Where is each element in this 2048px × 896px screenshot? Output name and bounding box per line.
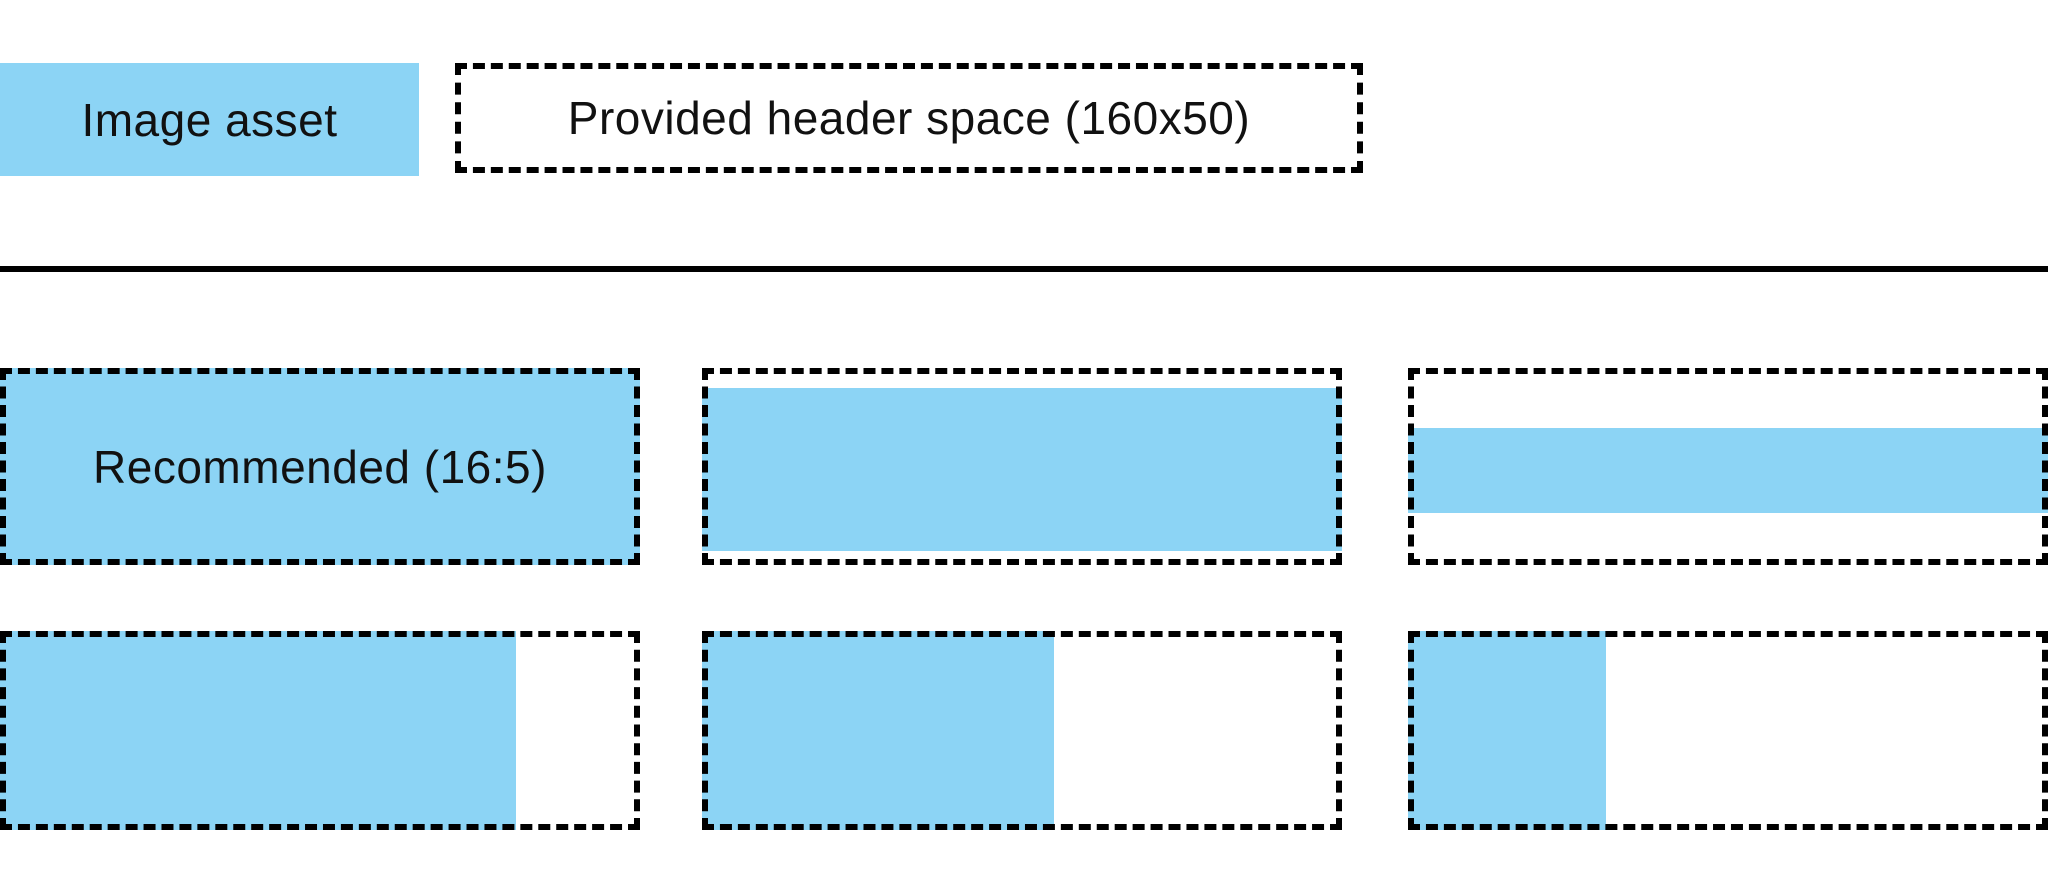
legend-header-space-label: Provided header space (160x50) [567, 92, 1251, 144]
asset-fill-thin-letterbox [1408, 428, 2048, 513]
legend-header-space-box: Provided header space (160x50) [455, 63, 1363, 173]
example-full-width-tall-letterbox [702, 368, 1342, 565]
example-full-height-narrow-pillarbox [1408, 631, 2048, 830]
asset-fill-wide-pillarbox [0, 631, 516, 830]
asset-fill-recommended [0, 368, 640, 565]
example-full-width-thin-letterbox [1408, 368, 2048, 565]
asset-fill-tall-letterbox [702, 387, 1342, 552]
example-full-height-medium-pillarbox [702, 631, 1342, 830]
example-full-height-wide-pillarbox [0, 631, 640, 830]
legend-image-asset-label: Image asset [81, 93, 338, 146]
asset-fill-medium-pillarbox [702, 631, 1054, 830]
recommended-label: Recommended (16:5) [93, 440, 547, 493]
legend-image-asset-swatch: Image asset [0, 63, 419, 176]
section-divider [0, 266, 2048, 272]
example-recommended-16-5: Recommended (16:5) [0, 368, 640, 565]
asset-fill-narrow-pillarbox [1408, 631, 1607, 830]
